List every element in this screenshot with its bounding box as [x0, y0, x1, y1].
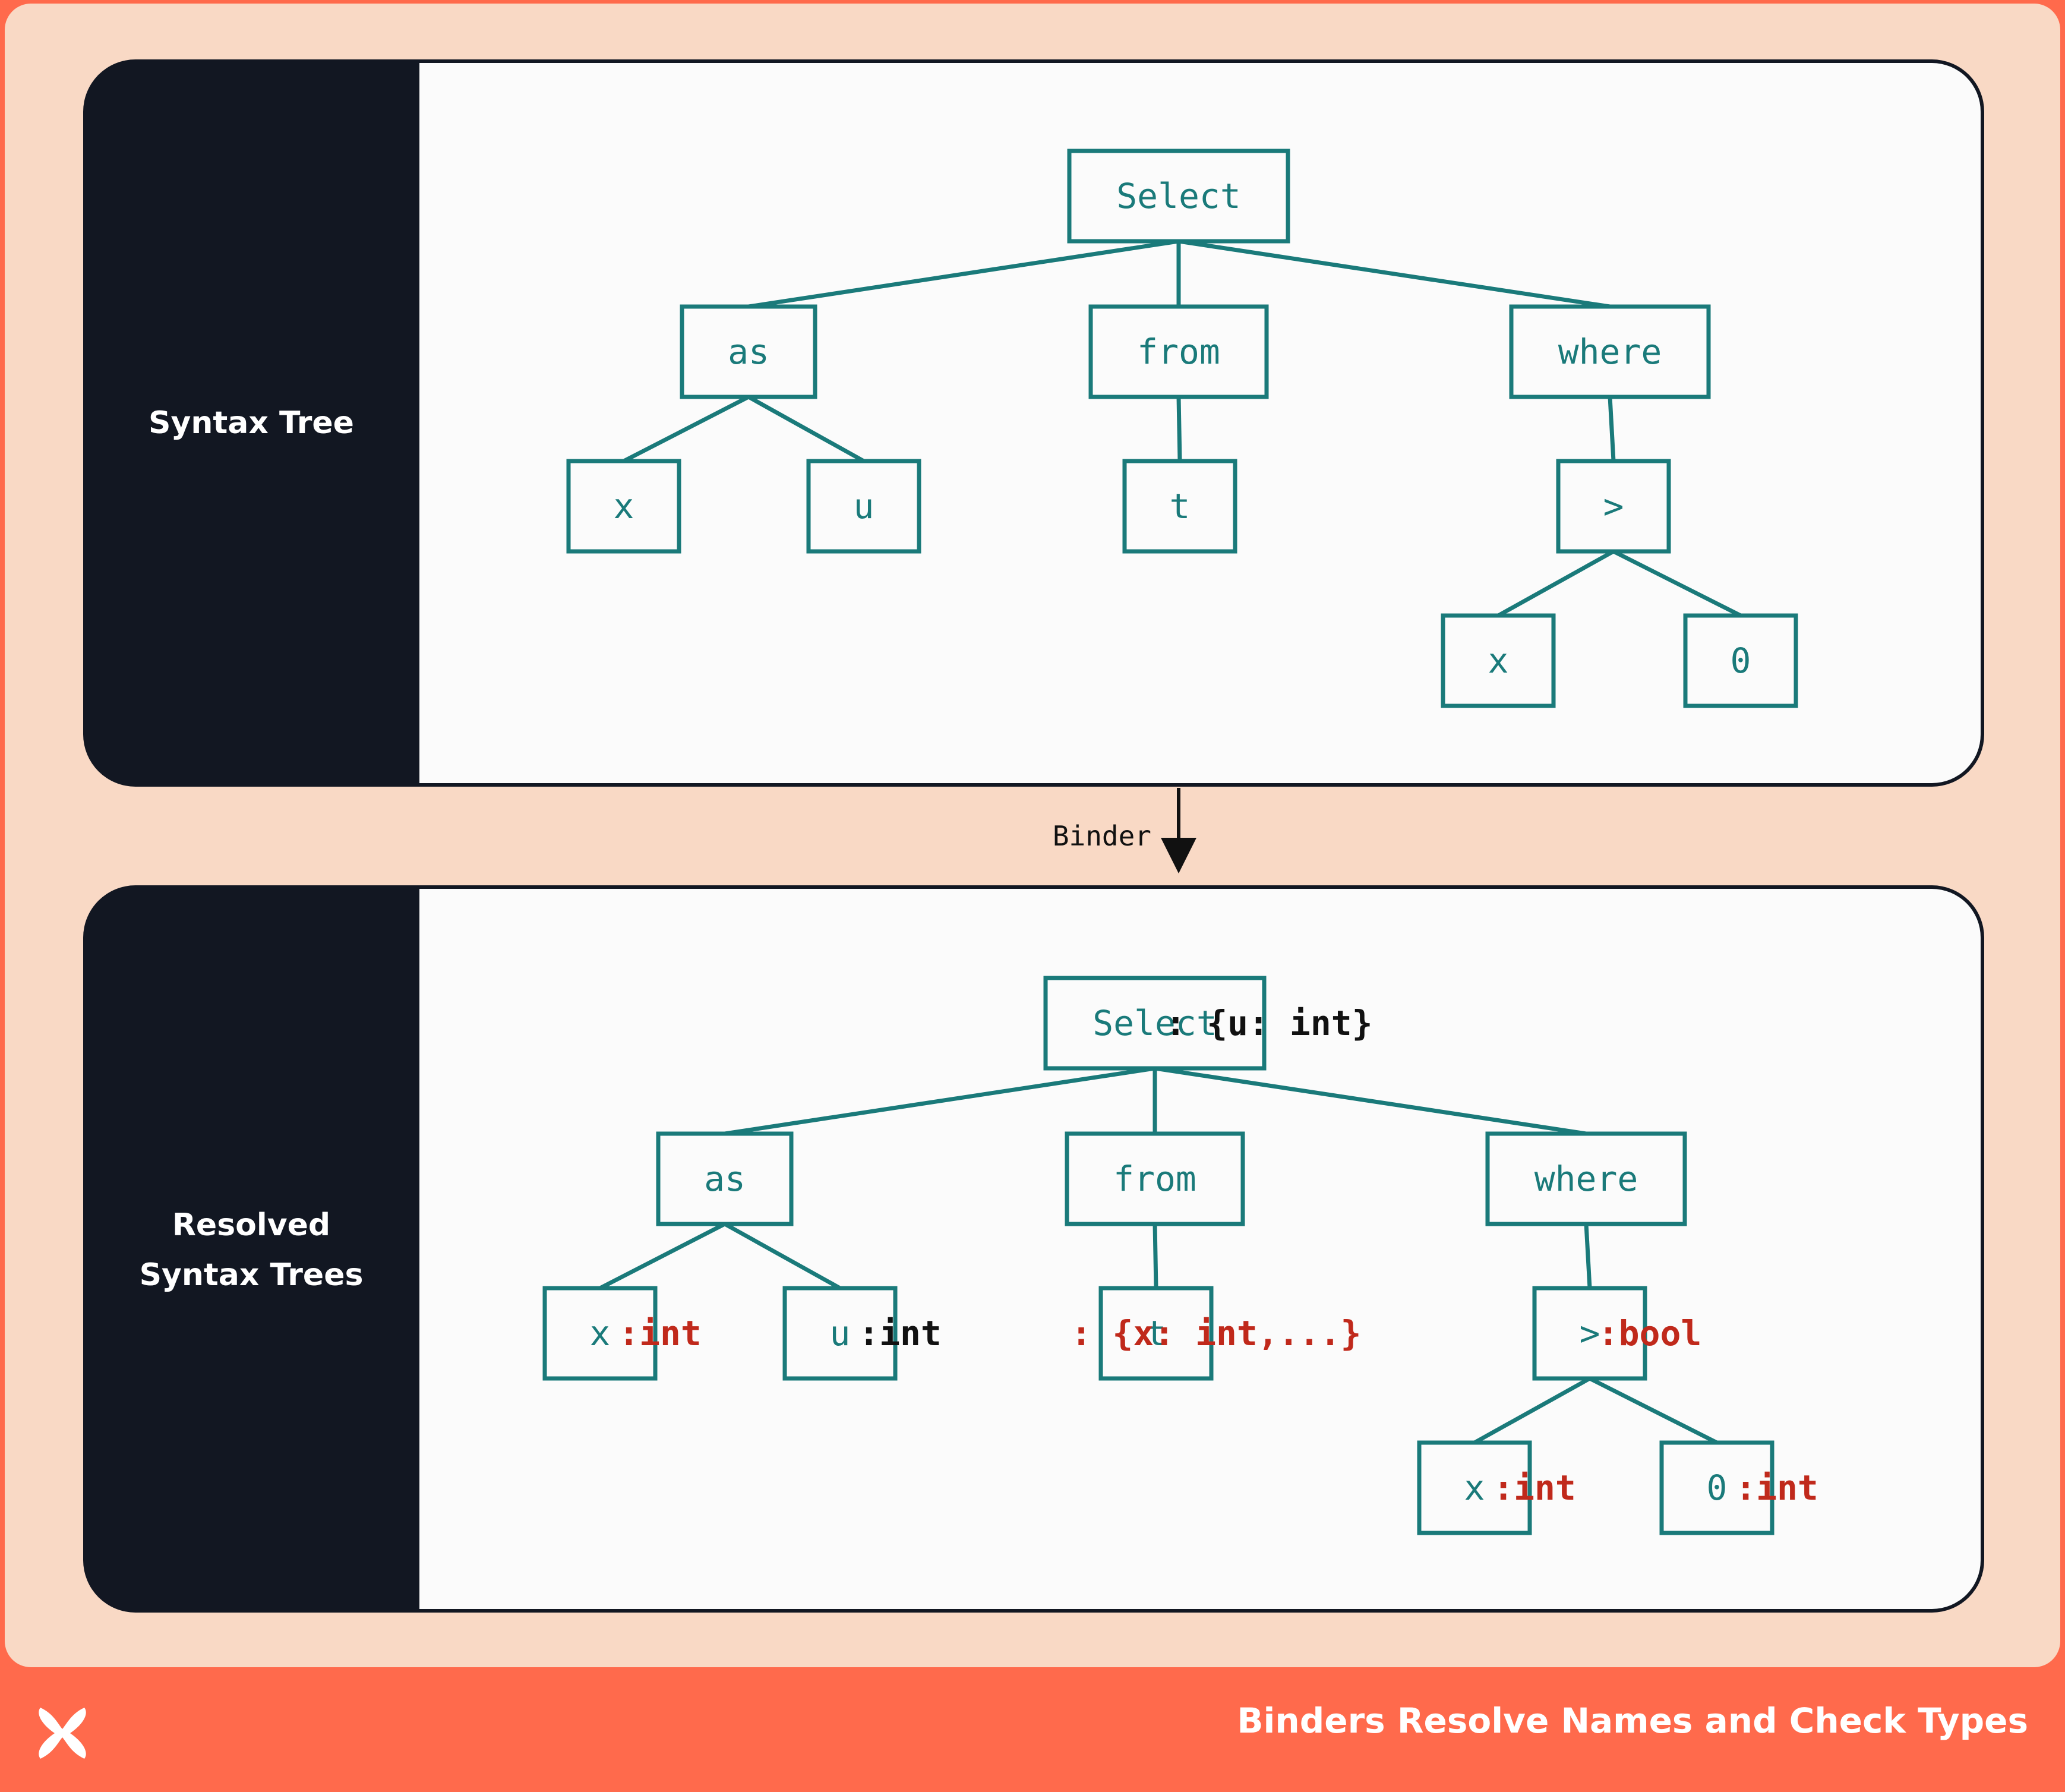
- top-edge-gt-x2: [1497, 549, 1615, 618]
- top-node-label: Select: [1116, 176, 1241, 216]
- bottom-edge-as-x1: [599, 1222, 726, 1291]
- bottom-node-label: Select: [1093, 1003, 1217, 1043]
- bottom-node-select: Select: {u: int}: [1043, 976, 1373, 1071]
- bottom-type-annotation-u: :int: [858, 1313, 942, 1354]
- top-node-from: from: [1088, 304, 1269, 399]
- top-node-label: 0: [1731, 641, 1751, 681]
- bottom-type-annotation-select: : {u: int}: [1165, 1003, 1372, 1043]
- top-node-label: u: [854, 486, 874, 526]
- bottom-node-label: x: [1464, 1468, 1485, 1508]
- bottom-edge-gt-x2: [1473, 1376, 1591, 1445]
- resolved-label-line-1: Resolved: [172, 1207, 331, 1243]
- bottom-edge-where-gt: [1584, 1223, 1592, 1289]
- bottom-node-box: [656, 1131, 794, 1226]
- bottom-node-box: [1043, 976, 1267, 1071]
- bottom-edge-gt-zero: [1589, 1376, 1718, 1445]
- footer-title: Binders Resolve Names and Check Types: [1237, 1700, 2028, 1741]
- top-node-box: [1122, 459, 1237, 554]
- bottom-node-as: as: [656, 1131, 794, 1226]
- top-node-box: [1556, 459, 1671, 554]
- top-edge-from-t: [1176, 396, 1182, 462]
- top-node-label: >: [1603, 486, 1624, 526]
- top-node-x2: x: [1441, 613, 1556, 708]
- top-node-x1: x: [566, 459, 681, 554]
- top-node-label: as: [728, 332, 769, 372]
- bottom-node-box: [1417, 1440, 1532, 1535]
- bottom-node-box: [1532, 1286, 1647, 1381]
- bottom-node-x1: x:int: [542, 1286, 702, 1381]
- bottom-node-box: [1485, 1131, 1687, 1226]
- top-edge-select-as: [748, 239, 1179, 309]
- top-node-box: [1088, 304, 1269, 399]
- bottom-node-label: x: [590, 1313, 611, 1354]
- bottom-node-label: from: [1113, 1159, 1196, 1199]
- top-edge-as-u: [747, 395, 865, 463]
- x-logo-icon: [39, 1708, 86, 1759]
- syntax-tree-label: Syntax Tree: [83, 398, 419, 448]
- top-node-box: [566, 459, 681, 554]
- bottom-node-where: where: [1485, 1131, 1687, 1226]
- top-node-select: Select: [1067, 149, 1290, 244]
- top-edge-select-where: [1178, 239, 1611, 309]
- bottom-node-label: t: [1146, 1313, 1167, 1354]
- bottom-edge-select-as: [724, 1066, 1155, 1136]
- top-node-label: from: [1137, 332, 1220, 372]
- bottom-node-label: >: [1580, 1313, 1600, 1354]
- top-node-box: [1509, 304, 1711, 399]
- bottom-node-x2: x:int: [1417, 1440, 1576, 1535]
- bottom-node-box: [542, 1286, 658, 1381]
- resolved-syntax-trees-label: Resolved Syntax Trees: [83, 1200, 419, 1300]
- top-node-where: where: [1509, 304, 1711, 399]
- top-node-box: [680, 304, 817, 399]
- binder-label: Binder: [1053, 820, 1151, 852]
- bottom-node-u: u:int: [782, 1286, 942, 1381]
- top-node-box: [1441, 613, 1556, 708]
- bottom-edge-select-where: [1154, 1066, 1587, 1136]
- top-node-zero: 0: [1683, 613, 1798, 708]
- bottom-type-annotation-x1: :int: [618, 1313, 702, 1354]
- top-edge-where-gt: [1608, 396, 1616, 462]
- top-node-label: x: [614, 486, 634, 526]
- bottom-node-zero: 0:int: [1659, 1440, 1818, 1535]
- bottom-node-box: [782, 1286, 898, 1381]
- bottom-type-annotation-t: : {x: int,...}: [1071, 1313, 1362, 1354]
- bottom-node-t: t: {x: int,...}: [1071, 1286, 1362, 1381]
- bottom-node-box: [1065, 1131, 1245, 1226]
- top-node-label: x: [1488, 641, 1509, 681]
- top-node-gt: >: [1556, 459, 1671, 554]
- resolved-label-line-2: Syntax Trees: [139, 1257, 364, 1293]
- bottom-node-from: from: [1065, 1131, 1245, 1226]
- bottom-node-label: u: [830, 1313, 851, 1354]
- bottom-node-label: where: [1534, 1159, 1638, 1199]
- bottom-node-label: as: [704, 1159, 746, 1199]
- top-node-label: t: [1170, 486, 1191, 526]
- top-node-u: u: [806, 459, 921, 554]
- top-node-box: [1067, 149, 1290, 244]
- bottom-node-box: [1659, 1440, 1774, 1535]
- bottom-type-annotation-zero: :int: [1735, 1468, 1818, 1508]
- top-node-label: where: [1558, 332, 1662, 372]
- bottom-type-annotation-x2: :int: [1493, 1468, 1576, 1508]
- syntax-tree-label-line: Syntax Tree: [149, 405, 354, 441]
- top-node-t: t: [1122, 459, 1237, 554]
- bottom-node-gt: >:bool: [1532, 1286, 1702, 1381]
- bottom-node-label: 0: [1707, 1468, 1728, 1508]
- bottom-node-box: [1098, 1286, 1214, 1381]
- top-node-as: as: [680, 304, 817, 399]
- top-node-box: [806, 459, 921, 554]
- top-edge-as-x1: [623, 395, 750, 463]
- bottom-edge-as-u: [724, 1222, 841, 1291]
- top-node-box: [1683, 613, 1798, 708]
- bottom-edge-from-t: [1153, 1223, 1158, 1289]
- top-edge-gt-zero: [1612, 549, 1742, 618]
- bottom-type-annotation-gt: :bool: [1598, 1313, 1702, 1354]
